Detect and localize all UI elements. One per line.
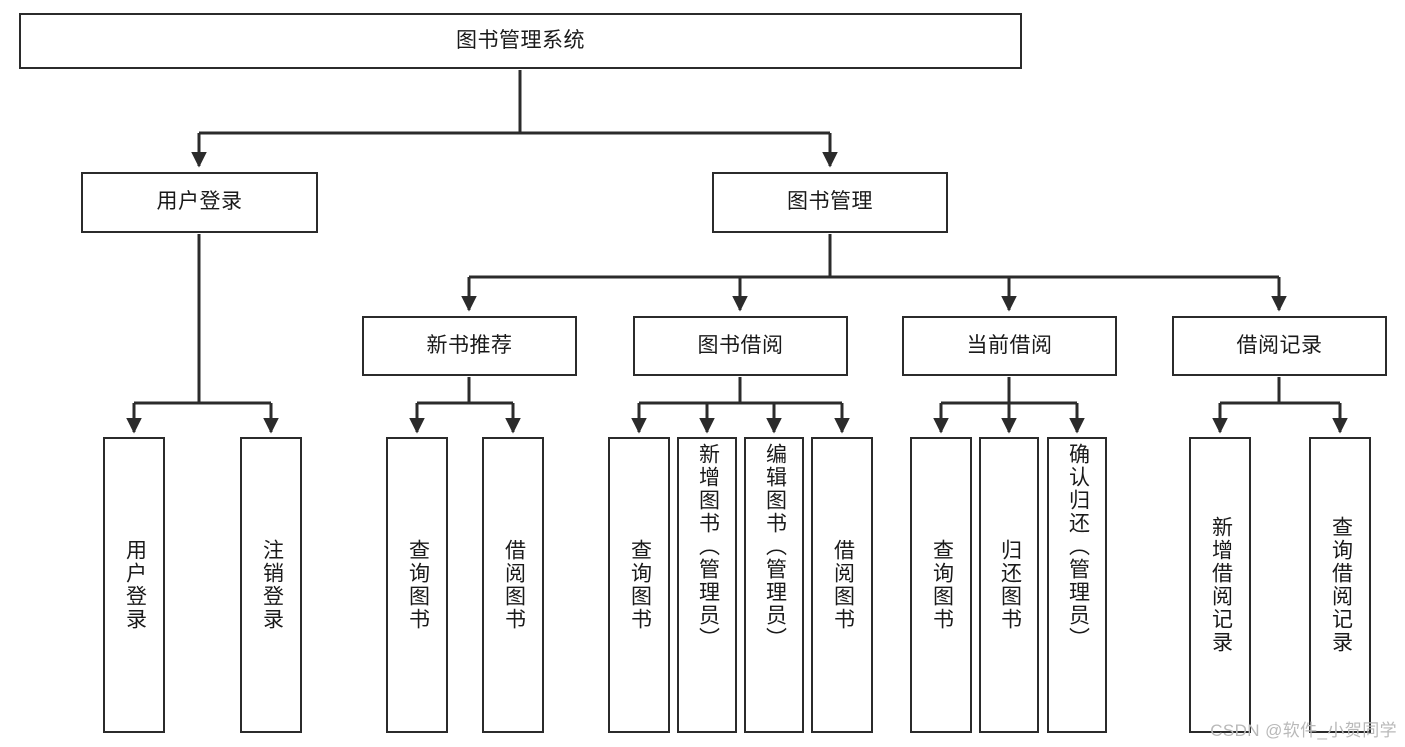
node-label: 用户登录 [123,539,147,631]
leaf-current-return-book[interactable]: 归还图书 [979,437,1039,733]
node-label: 新书推荐 [426,333,513,357]
node-label: 用户登录 [156,190,243,214]
leaf-borrow-edit-book-admin[interactable]: 编辑图书（管理员） [744,437,804,733]
node-label: 归还图书 [998,539,1022,631]
node-label: 借阅记录 [1236,333,1323,357]
leaf-borrow-query-book[interactable]: 查询图书 [608,437,670,733]
node-label: 查询图书 [930,539,954,631]
node-label: 查询图书 [628,539,652,631]
node-label: 借阅图书 [502,539,526,631]
node-user-login[interactable]: 用户登录 [81,172,318,233]
node-label: 图书管理系统 [456,28,585,52]
leaf-record-add-record[interactable]: 新增借阅记录 [1189,437,1251,733]
node-borrow-record[interactable]: 借阅记录 [1172,316,1387,376]
node-root-system[interactable]: 图书管理系统 [19,13,1022,69]
node-book-manage[interactable]: 图书管理 [712,172,948,233]
node-current-borrow[interactable]: 当前借阅 [902,316,1117,376]
leaf-user-logout[interactable]: 注销登录 [240,437,302,733]
node-label: 编辑图书（管理员） [763,443,787,650]
node-label: 查询图书 [406,539,430,631]
leaf-current-confirm-return-admin[interactable]: 确认归还（管理员） [1047,437,1107,733]
leaf-user-login[interactable]: 用户登录 [103,437,165,733]
leaf-current-query-book[interactable]: 查询图书 [910,437,972,733]
node-label: 新增借阅记录 [1209,516,1233,654]
node-label: 注销登录 [260,539,284,631]
node-label: 借阅图书 [831,539,855,631]
node-label: 当前借阅 [966,333,1053,357]
leaf-recommend-query-book[interactable]: 查询图书 [386,437,448,733]
node-label: 确认归还（管理员） [1066,443,1090,650]
node-label: 图书管理 [787,190,873,214]
leaf-recommend-borrow-book[interactable]: 借阅图书 [482,437,544,733]
leaf-borrow-borrow-book[interactable]: 借阅图书 [811,437,873,733]
leaf-record-query-record[interactable]: 查询借阅记录 [1309,437,1371,733]
node-label: 新增图书（管理员） [696,443,720,650]
leaf-borrow-add-book-admin[interactable]: 新增图书（管理员） [677,437,737,733]
node-label: 图书借阅 [697,333,784,357]
node-new-book-recommend[interactable]: 新书推荐 [362,316,577,376]
node-book-borrow[interactable]: 图书借阅 [633,316,848,376]
node-label: 查询借阅记录 [1329,516,1353,654]
